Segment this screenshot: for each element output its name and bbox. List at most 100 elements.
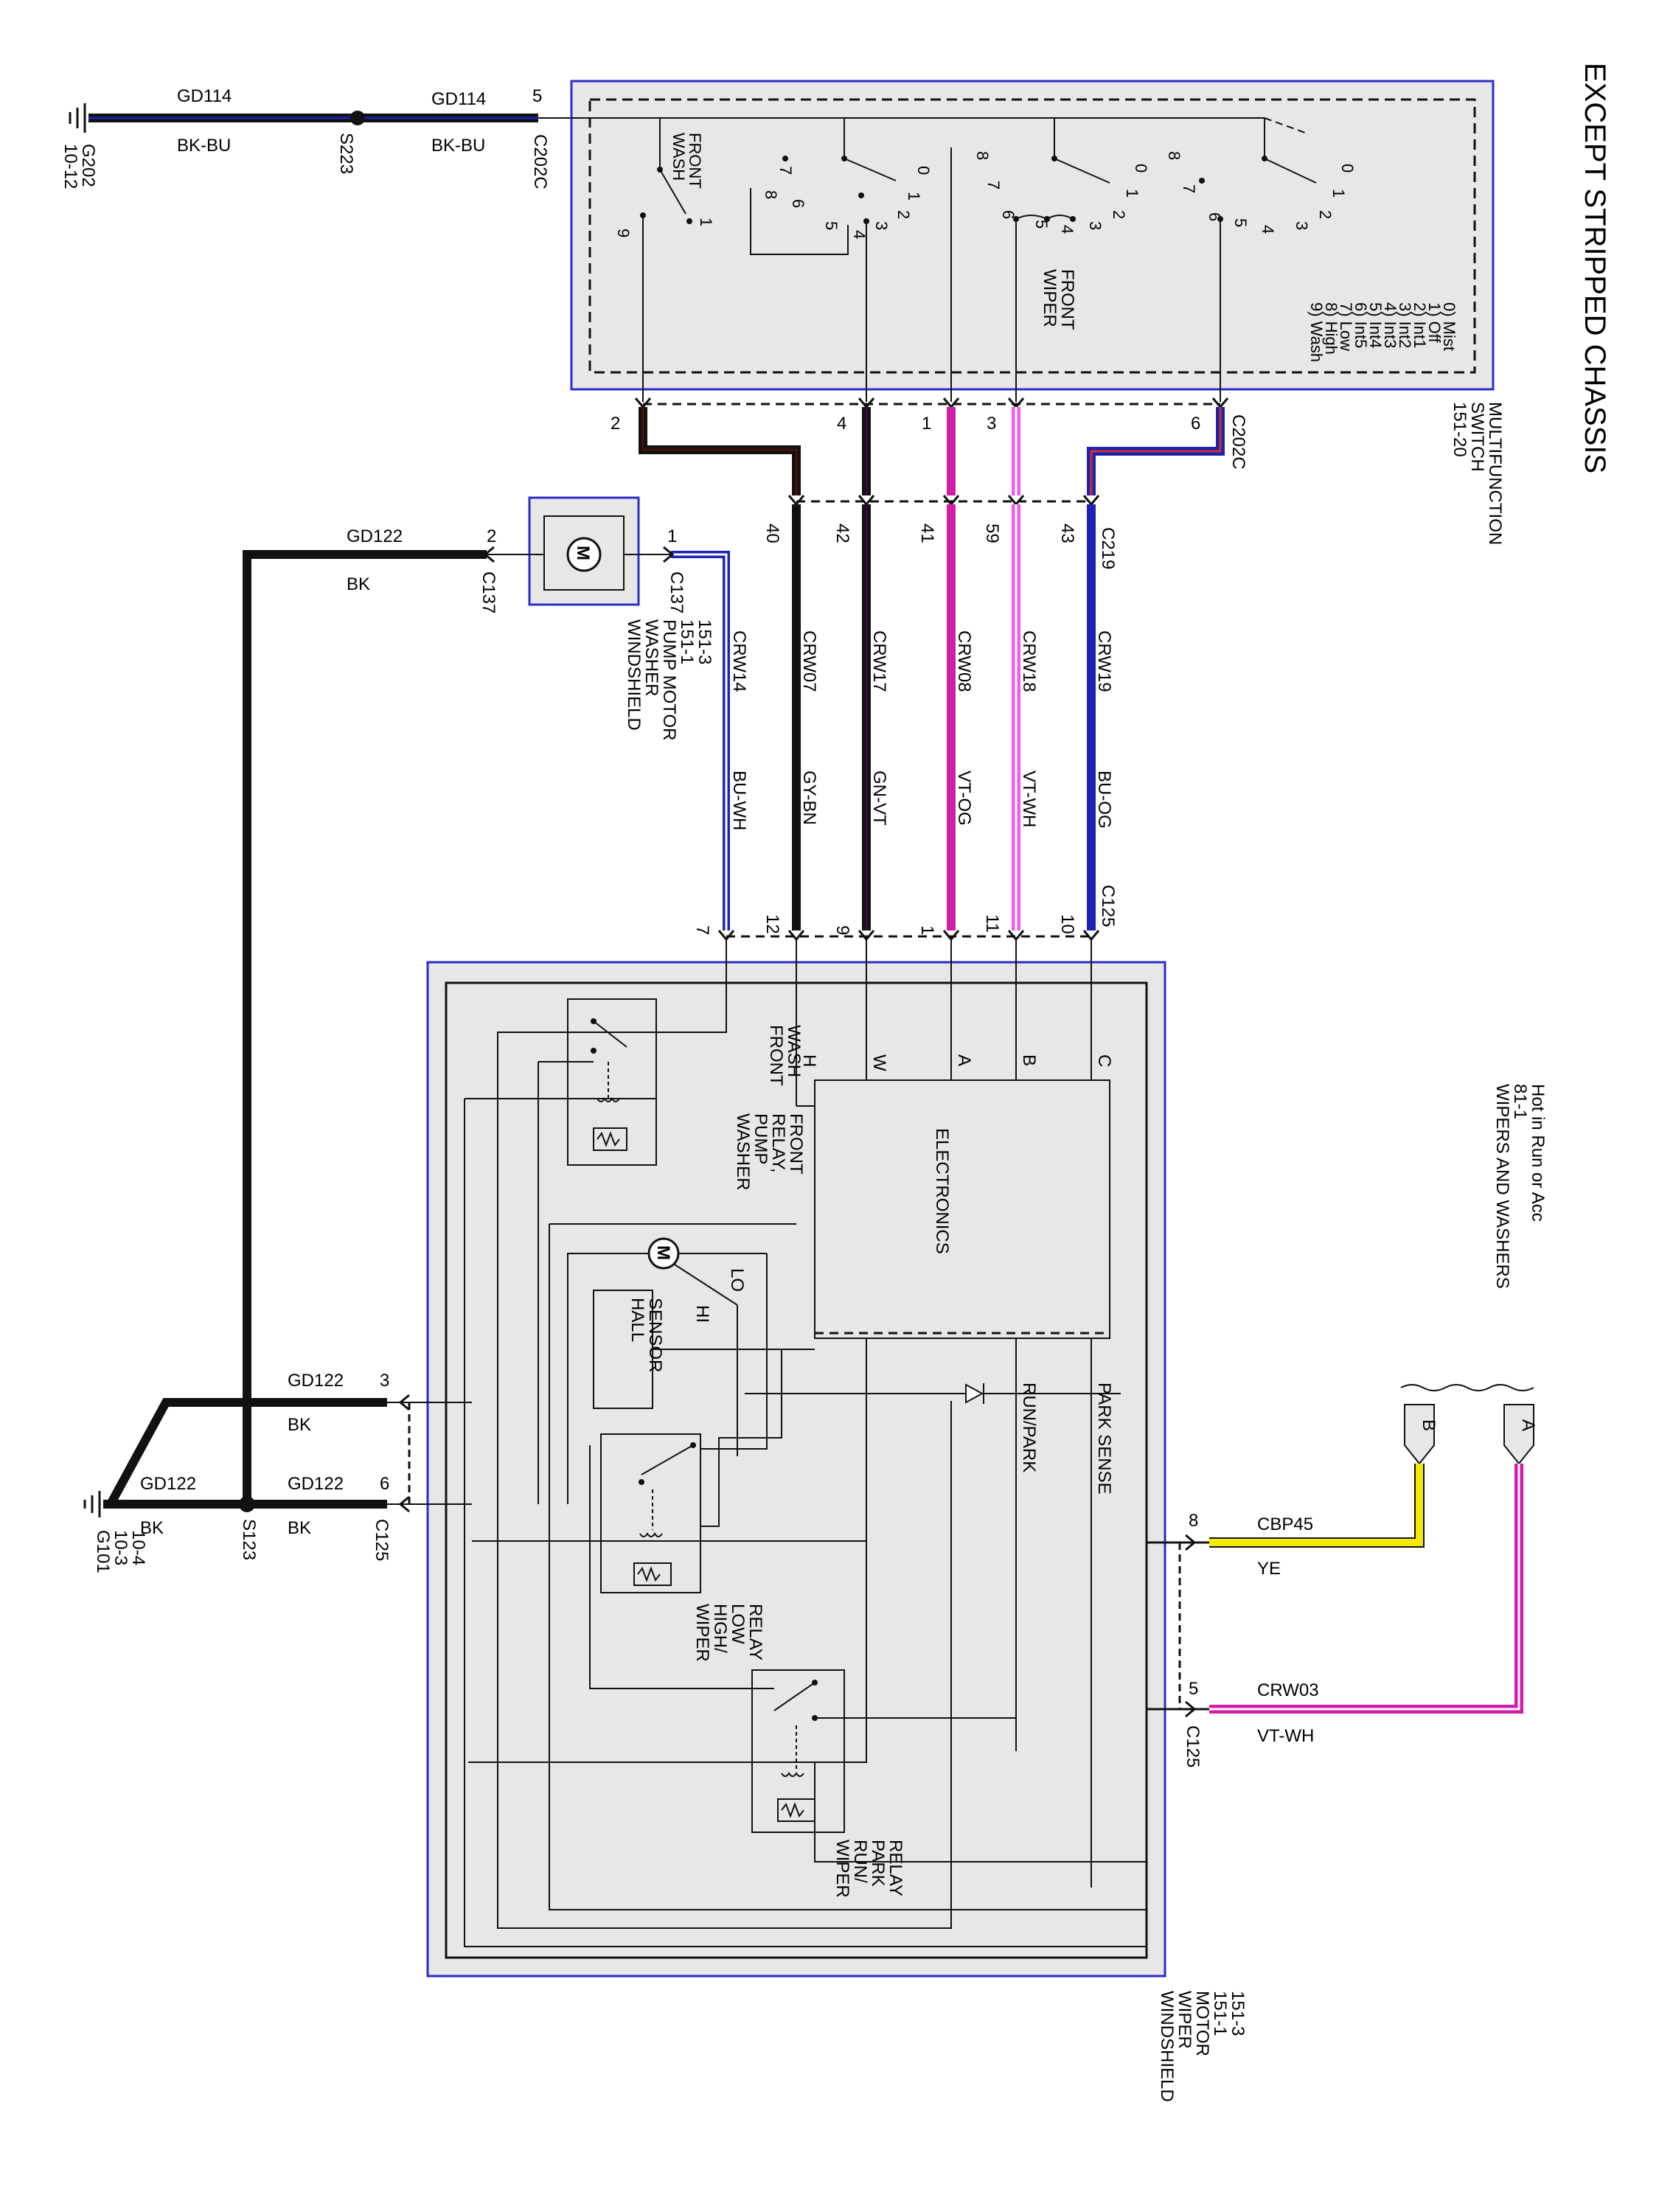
c202c-pin-4: 4 <box>837 414 846 434</box>
wire-gd114-a: GD114 <box>177 86 232 106</box>
gd122-a: GD122 <box>288 1371 344 1391</box>
wiper-high-low-relay: WIPER HIGH/ LOW RELAY <box>600 1433 765 1666</box>
fuse-b-label: B <box>1419 1419 1439 1431</box>
deck3-contact-2: 2 <box>1316 210 1335 219</box>
feed-wire-crw03: CRW03 <box>1257 1680 1319 1700</box>
c202c-label: C202C <box>1228 414 1248 470</box>
circuit-crw17-color: GN-VT <box>869 771 889 826</box>
c219-pin-43: 43 <box>1057 524 1077 543</box>
c202c-pin-2: 2 <box>611 414 620 434</box>
washer-pump-relay: WASHER PUMP RELAY, FRONT <box>567 998 806 1190</box>
gd122-b-color: BK <box>140 1518 164 1538</box>
circuit-crw19-color: BU-OG <box>1094 771 1114 829</box>
input-w: W <box>869 1054 889 1071</box>
ground-g202-circuit: G202 10-12 GD114 BK-BU S223 GD114 BK-BU … <box>60 86 571 192</box>
ground-symbol-g202 <box>69 103 86 133</box>
ground-symbol-g101 <box>83 1491 101 1517</box>
gd122-a-color: BK <box>288 1415 311 1435</box>
connector-c219: 40 42 41 59 43 C219 <box>762 495 1118 569</box>
switch-deck-2: 0 1 2 3 4 5 6 7 8 FRONT WIPER <box>973 118 1150 335</box>
gd122-c-color: BK <box>288 1518 311 1538</box>
ground-g101-circuit: G101 10-3 10-4 S123 GD122 BK GD122 BK GD… <box>83 1371 472 1573</box>
wire-color-bkbu-a: BK-BU <box>177 136 231 156</box>
feed-pin-5: 5 <box>1189 1679 1198 1699</box>
deck1-contact-2: 2 <box>894 210 913 219</box>
front-wash-input-label: FRONT WASH <box>766 1025 804 1091</box>
deck3-contact-8: 8 <box>1165 151 1183 160</box>
gd122-c: GD122 <box>288 1474 344 1494</box>
circuit-crw08-color: VT-OG <box>954 771 974 826</box>
pin-5-c202c: 5 <box>532 86 542 106</box>
ground-g202-label: G202 10-12 <box>60 144 98 192</box>
deck1-contact-5: 5 <box>822 221 841 230</box>
feed-color-vtwh: VT-WH <box>1257 1726 1314 1746</box>
c125-pin-6: 6 <box>380 1474 389 1494</box>
washer-pump-motor: M 2 1 C137 C137 WINDSHIELD WASHER PUMP M… <box>243 496 714 1504</box>
electronics-label: ELECTRONICS <box>932 1128 952 1254</box>
power-feed: WIPERS AND WASHERS 81-1 Hot in Run or Ac… <box>1147 1084 1548 1767</box>
c125-pin-9: 9 <box>832 925 852 935</box>
wiper-motor-label: WINDSHIELD WIPER MOTOR 151-1 151-3 <box>1157 1991 1248 2107</box>
fuse-a-label: A <box>1518 1419 1538 1431</box>
pump-motor-label: WINDSHIELD WASHER PUMP MOTOR 151-1 151-3 <box>624 619 714 745</box>
wiper-motor-element: M LO HI <box>590 1237 767 1323</box>
high-low-relay-label: WIPER HIGH/ LOW RELAY <box>692 1604 765 1666</box>
feed-title: WIPERS AND WASHERS 81-1 Hot in Run or Ac… <box>1492 1084 1548 1294</box>
switch-deck-3: 0 1 2 3 4 5 6 7 8 <box>1165 118 1357 234</box>
c125-pin-1: 1 <box>917 925 937 935</box>
deck2-contact-3: 3 <box>1086 221 1105 230</box>
gd122-b: GD122 <box>140 1474 196 1494</box>
switch-deck-1: 0 1 2 3 4 5 6 7 8 <box>750 118 933 255</box>
deck3-contact-5: 5 <box>1231 218 1250 227</box>
switch-position-list: 0) Mist 1) Off 2) Int1 3) Int2 4) Int3 5… <box>1307 302 1458 362</box>
harness-c202c-c219 <box>639 407 1225 495</box>
deck1-contact-6: 6 <box>789 199 807 208</box>
c219-pin-42: 42 <box>832 524 852 543</box>
deck1-contact-7: 7 <box>776 166 795 175</box>
wire-color-bkbu-b: BK-BU <box>431 136 485 156</box>
deck3-contact-1: 1 <box>1329 189 1348 198</box>
splice-s223-label: S223 <box>336 133 356 174</box>
svg-text:M: M <box>653 1245 673 1260</box>
wire-gd114-b: GD114 <box>431 89 486 109</box>
circuit-crw08: CRW08 <box>954 630 974 692</box>
input-a: A <box>954 1054 974 1066</box>
page-title: EXCEPT STRIPPED CHASSIS <box>1579 63 1611 473</box>
circuit-crw07-color: GY-BN <box>799 771 819 825</box>
connector-c202c-top: C202C <box>530 134 550 189</box>
motor-lo-label: LO <box>727 1268 747 1292</box>
feed-pin-8: 8 <box>1189 1511 1198 1531</box>
c125-pin-10: 10 <box>1057 914 1077 934</box>
c125-label-ground: C125 <box>372 1519 392 1561</box>
input-h: H <box>799 1054 819 1067</box>
pump-connector-c137-left: C137 <box>479 571 498 613</box>
deck2-contact-1: 1 <box>1123 189 1141 198</box>
circuit-crw18-color: VT-WH <box>1019 771 1039 827</box>
front-wiper-label: FRONT WIPER <box>1040 269 1077 335</box>
deck2-contact-7: 7 <box>984 181 1003 189</box>
c125-label-top: C125 <box>1098 885 1118 927</box>
feed-color-ye: YE <box>1257 1559 1281 1579</box>
c202c-pin-1: 1 <box>922 414 931 434</box>
circuit-crw14-color: BU-WH <box>729 771 749 830</box>
contact-1-label: 1 <box>697 218 715 226</box>
internal-wiring <box>464 1032 1147 1947</box>
park-sense-label: PARK SENSE <box>1094 1382 1114 1495</box>
pump-gnd-color: BK <box>347 574 370 594</box>
svg-text:M: M <box>573 546 593 560</box>
deck1-contact-8: 8 <box>762 190 780 199</box>
deck2-contact-6: 6 <box>999 210 1018 219</box>
circuit-crw14: CRW14 <box>729 630 749 692</box>
input-c: C <box>1094 1054 1114 1067</box>
deck3-contact-0: 0 <box>1338 164 1357 173</box>
circuit-crw18: CRW18 <box>1019 630 1039 692</box>
multifunction-switch-label: MULTIFUNCTION SWITCH 151-20 <box>1450 402 1505 550</box>
feed-connector-c125: C125 <box>1183 1725 1203 1767</box>
c219-pin-59: 59 <box>982 524 1002 543</box>
splice-s123 <box>239 1496 255 1512</box>
pump-pin-2: 2 <box>487 526 496 546</box>
c125-pin-12: 12 <box>762 914 782 934</box>
splice-s123-label: S123 <box>239 1519 259 1560</box>
deck1-contact-0: 0 <box>914 166 933 175</box>
deck3-contact-3: 3 <box>1293 221 1311 230</box>
